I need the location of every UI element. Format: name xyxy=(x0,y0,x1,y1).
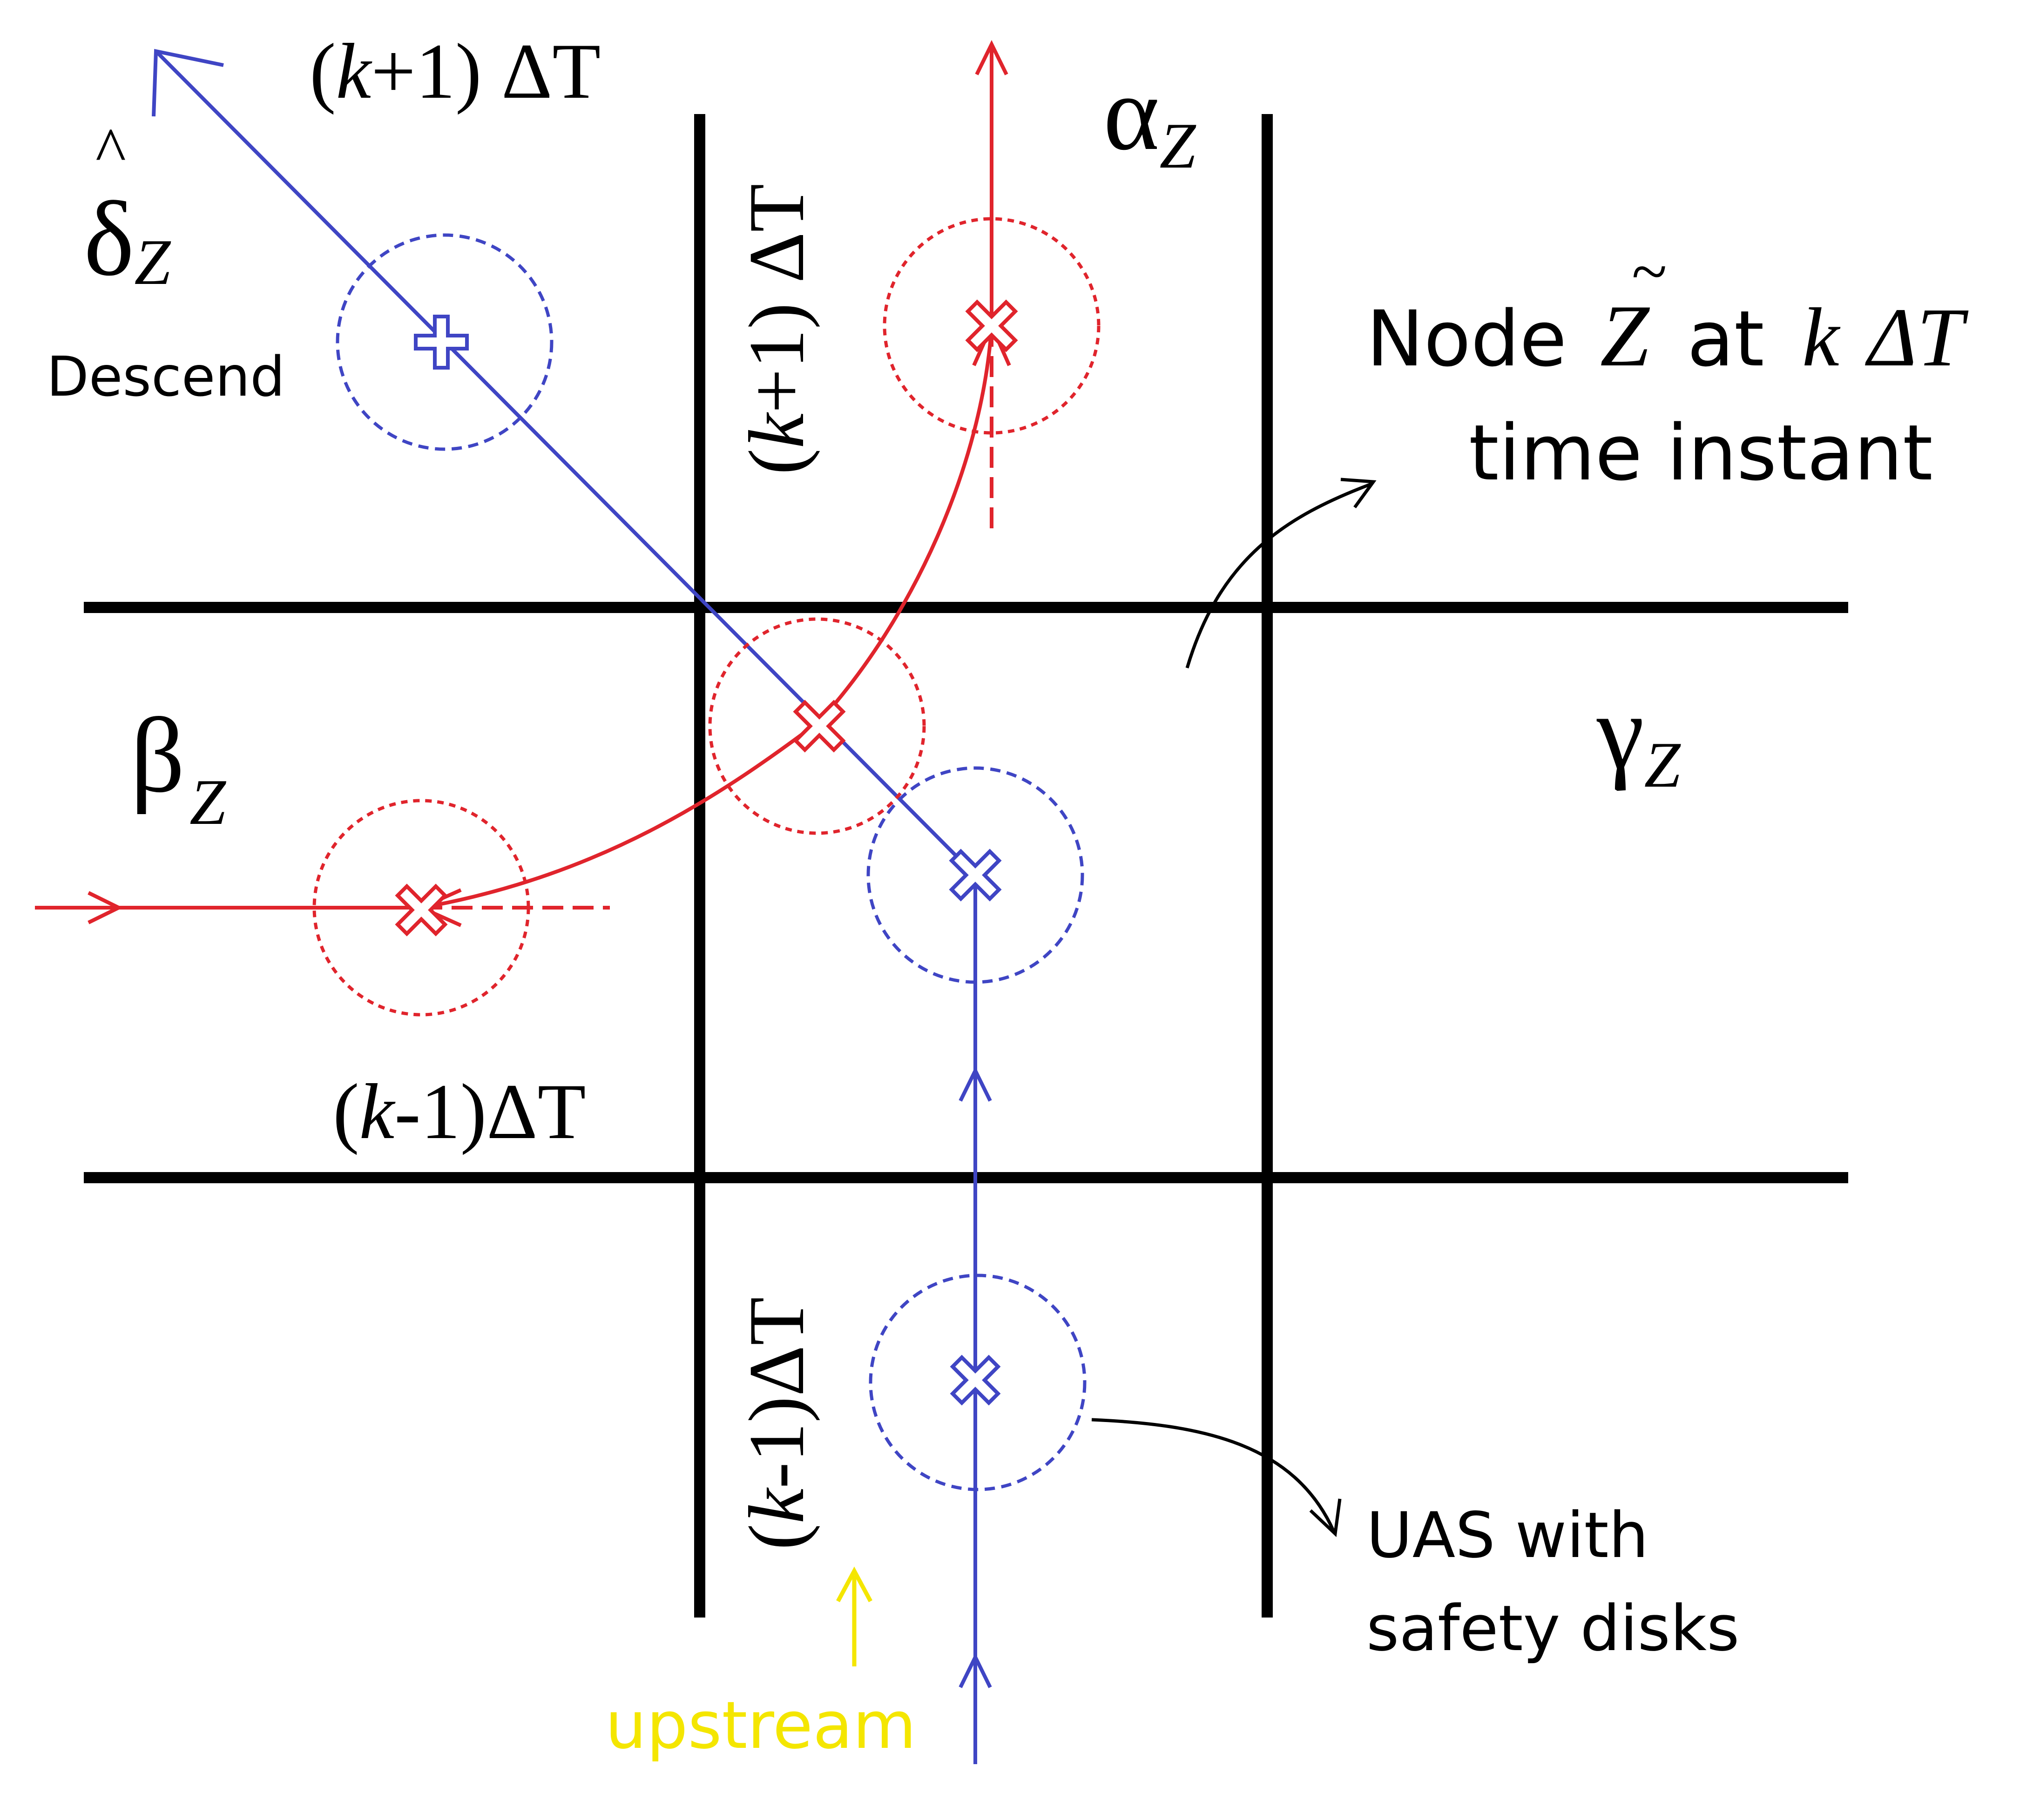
blue-arrowhead-mid xyxy=(959,1066,992,1102)
blue-safety-disk-lower xyxy=(869,1274,1087,1491)
blue-safety-disk-descend xyxy=(336,233,554,451)
red-path-curve xyxy=(421,325,993,910)
node-annotation-line2: time instant xyxy=(1469,408,1933,498)
upstream-label: upstream xyxy=(605,1688,916,1764)
blue-safety-disks xyxy=(336,233,1087,1491)
plus-icon xyxy=(414,315,469,370)
blue-arrowhead-bottom xyxy=(959,1652,992,1688)
time-label-bottom-vertical: (k-1)ΔT xyxy=(733,1297,820,1550)
node-pointer-arrowhead xyxy=(1340,478,1377,509)
cross-x-icon xyxy=(950,1355,1001,1406)
red-uas-path xyxy=(35,40,1011,927)
blue-arrowhead-top xyxy=(152,49,224,117)
uas-pointer-arrow xyxy=(1091,1418,1336,1532)
uas-pointer-arrowhead xyxy=(1309,1498,1342,1537)
uas-annotation-line2: safety disks xyxy=(1366,1592,1739,1665)
region-label-alpha: αZ xyxy=(1103,54,1197,182)
blue-path-diagonal xyxy=(155,50,977,876)
region-label-beta: βZ xyxy=(130,696,227,838)
cross-x-icon xyxy=(949,849,1002,902)
uas-annotation-line1: UAS with xyxy=(1366,1499,1648,1572)
red-safety-disk-left xyxy=(312,799,530,1017)
node-tilde-accent: ~ xyxy=(1632,236,1667,308)
red-safety-disk-top xyxy=(883,217,1101,435)
time-label-top-vertical: (k+1) ΔT xyxy=(733,184,820,475)
blue-safety-disk-center xyxy=(866,766,1084,984)
cross-x-icon xyxy=(793,700,846,753)
delta-hat-accent: ^ xyxy=(95,115,126,187)
time-label-bottom-horizontal: (k-1)ΔT xyxy=(333,1068,586,1155)
descend-label: Descend xyxy=(47,344,285,409)
cross-x-icon xyxy=(965,299,1018,352)
node-annotation-line1: Node Z at k ΔT xyxy=(1366,287,1969,385)
red-arrowhead-left xyxy=(88,891,123,924)
cross-x-icon xyxy=(395,883,448,937)
grid-lines xyxy=(84,114,1848,1618)
red-safety-disk-center xyxy=(708,617,926,835)
red-safety-disks xyxy=(312,217,1101,1017)
region-label-gamma: γZ xyxy=(1596,673,1682,801)
annotation-arrows xyxy=(836,478,1377,1666)
red-arrowhead-top xyxy=(975,40,1008,75)
node-pointer-arrow xyxy=(1185,482,1372,669)
upstream-arrowhead xyxy=(836,1566,872,1603)
time-label-top-horizontal: (k+1) ΔT xyxy=(310,27,601,115)
region-label-delta: δZ xyxy=(84,179,171,298)
